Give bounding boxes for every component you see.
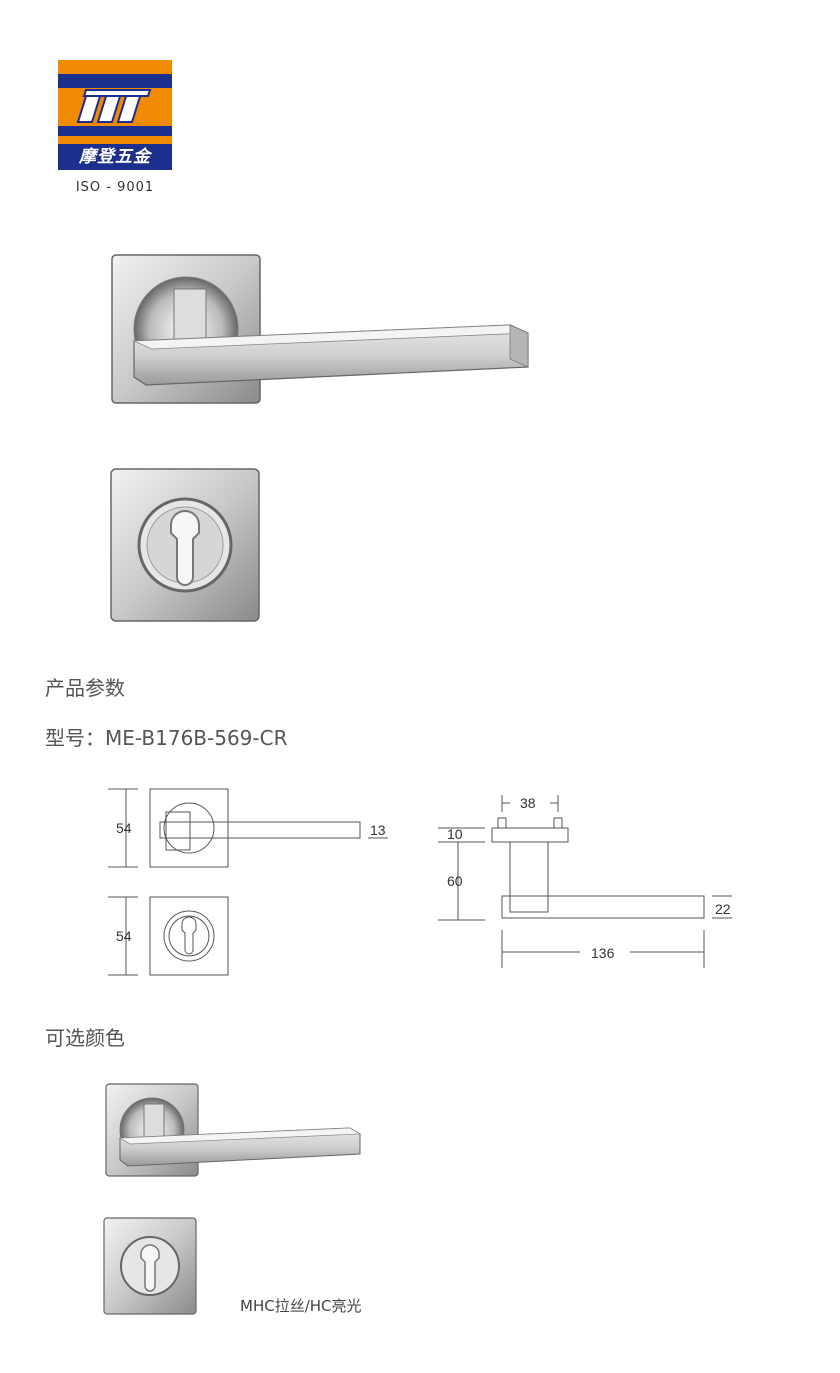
- dim-spindle-spacing: 38: [520, 795, 536, 811]
- dim-projection: 60: [447, 873, 463, 889]
- escutcheon-photo: [110, 468, 260, 622]
- dim-rose-height-bottom: 54: [116, 928, 132, 944]
- dim-lever-thickness: 13: [370, 822, 386, 838]
- escutcheon-finish-photo: [103, 1217, 197, 1315]
- lever-handle-photo: [111, 254, 529, 404]
- front-view-drawing: [108, 788, 388, 976]
- side-view-drawing: [438, 795, 732, 968]
- dim-rose-height-top: 54: [116, 820, 132, 836]
- lever-handle-finish-photo: [105, 1083, 362, 1177]
- brand-name: 摩登五金: [58, 144, 172, 170]
- params-title: 产品参数: [45, 676, 125, 700]
- triple-slash-logo-icon: [58, 74, 172, 136]
- model-label: 型号：ME-B176B-569-CR: [45, 726, 288, 750]
- dim-rose-depth: 10: [447, 826, 463, 842]
- finish-caption: MHC拉丝/HC亮光: [240, 1297, 362, 1315]
- brand-logo: 摩登五金: [58, 60, 172, 170]
- dim-lever-length: 136: [591, 945, 615, 961]
- iso-certification: ISO - 9001: [75, 180, 155, 195]
- colors-title: 可选颜色: [45, 1026, 125, 1050]
- dim-lever-height: 22: [715, 901, 731, 917]
